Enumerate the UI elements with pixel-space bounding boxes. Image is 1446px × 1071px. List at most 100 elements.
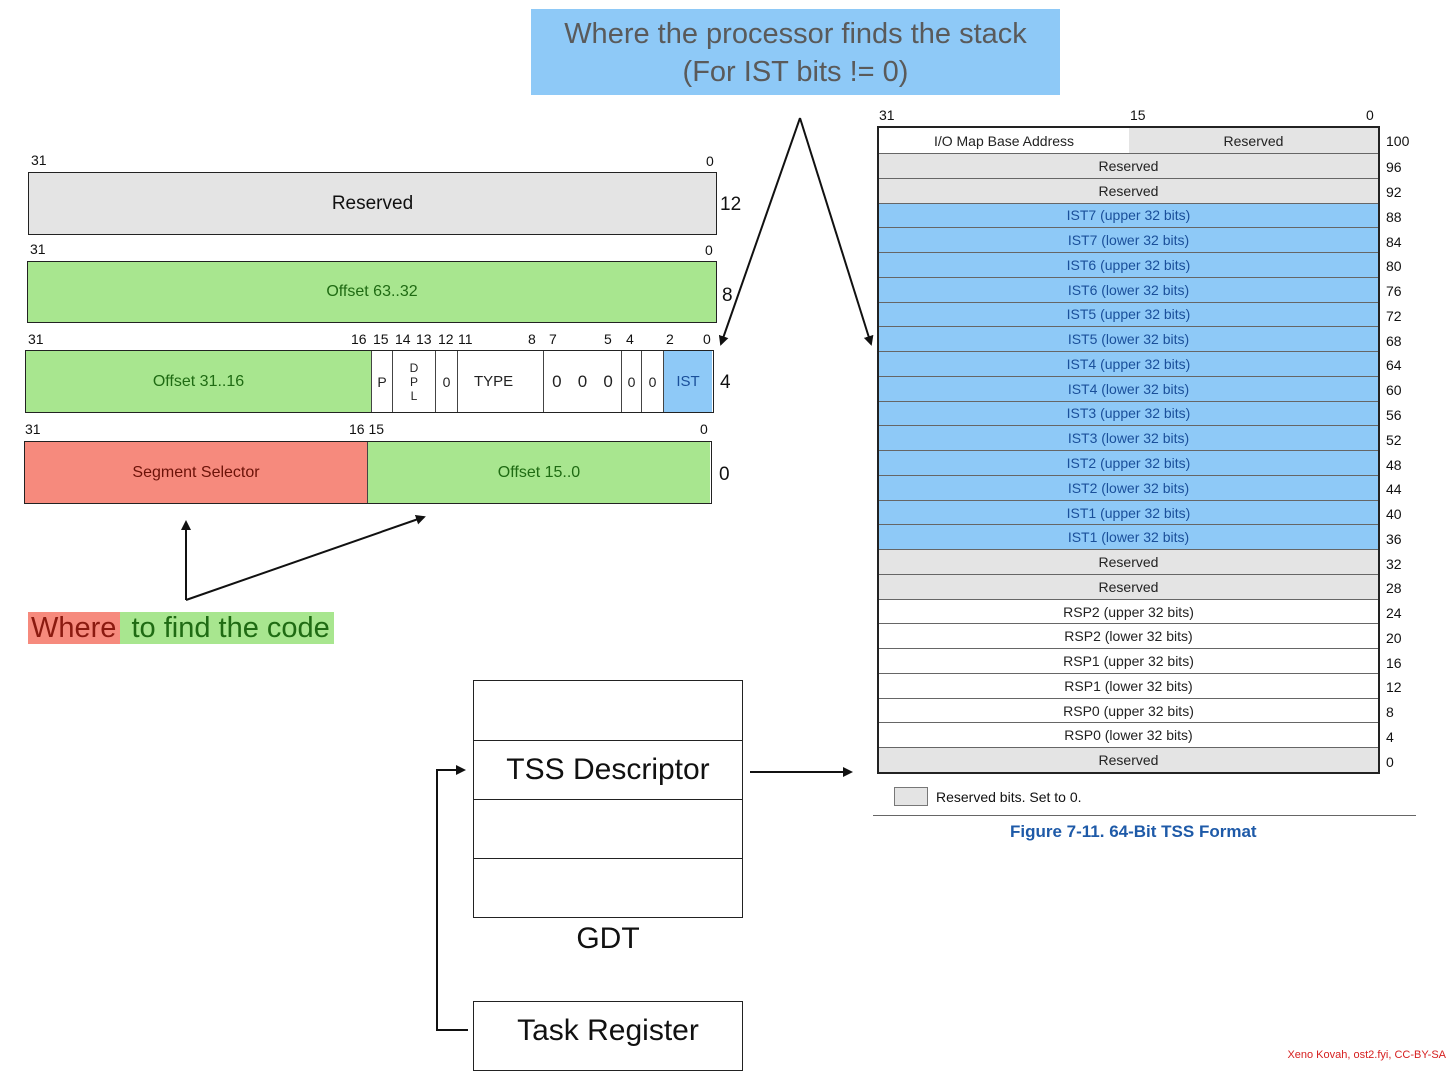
tss-row: IST7 (lower 32 bits) (879, 227, 1378, 253)
code-pointer-arrows (181, 514, 426, 601)
tss-row-offset: 20 (1386, 629, 1402, 646)
tss-row-offset: 88 (1386, 208, 1402, 225)
row4-bit-7: 7 (549, 331, 557, 347)
tss-top-reserved: Reserved (1129, 128, 1378, 153)
tss-row-offset: 40 (1386, 506, 1402, 523)
tss-row: IST3 (lower 32 bits) (879, 425, 1378, 451)
tss-descriptor-entry: TSS Descriptor (474, 740, 742, 800)
tss-row-100: I/O Map Base Address Reserved (879, 128, 1378, 153)
row4-bit-5: 5 (604, 331, 612, 347)
row8-bit-31: 31 (30, 241, 46, 257)
row12-bit-0: 0 (706, 153, 714, 169)
row4-bit-12: 12 (438, 331, 454, 347)
row0-offset: 0 (719, 464, 730, 485)
tss-row-offset: 96 (1386, 159, 1402, 176)
row4-offset-31-16: Offset 31..16 (26, 351, 371, 412)
row8-bit-0: 0 (705, 242, 713, 258)
row0-bit-0: 0 (700, 421, 708, 437)
tss-row-offset: 16 (1386, 654, 1402, 671)
where-to-find-code-label: Where to find the code (28, 610, 334, 646)
tss-row: IST6 (upper 32 bits) (879, 252, 1378, 277)
task-register-arrow (436, 765, 468, 1031)
stack-pointer-arrows (718, 117, 874, 346)
row0-descriptor: Segment Selector Offset 15..0 (24, 441, 712, 504)
banner-line-1: Where the processor finds the stack (564, 18, 1027, 50)
tss-row-offset: 76 (1386, 283, 1402, 300)
gdt-label: GDT (576, 922, 640, 955)
row12-reserved-field: Reserved (28, 172, 717, 235)
row0-offset-15-0: Offset 15..0 (367, 442, 710, 503)
tss-row: RSP0 (upper 32 bits) (879, 697, 1378, 723)
reserved-legend-text: Reserved bits. Set to 0. (936, 789, 1082, 805)
dpl-field: D P L (392, 351, 435, 412)
tss-row-offset: 64 (1386, 357, 1402, 374)
gdt-table: TSS Descriptor (473, 680, 743, 918)
tss-row: RSP2 (upper 32 bits) (879, 598, 1378, 624)
tss-bit-15: 15 (1130, 107, 1146, 123)
tss-row-offset: 24 (1386, 605, 1402, 622)
row4-descriptor: Offset 31..16 P D P L 0 TYPE 0 0 0 0 0 I… (25, 350, 714, 413)
ist-field: IST (663, 351, 712, 412)
tss-row-offset: 68 (1386, 332, 1402, 349)
tss-row-offset: 4 (1386, 728, 1394, 745)
tss-row: Reserved (879, 549, 1378, 574)
where-red-text: Where (28, 612, 121, 644)
tss-row: RSP1 (lower 32 bits) (879, 672, 1378, 698)
tss-row-offset: 92 (1386, 184, 1402, 201)
tss-row: Reserved (879, 177, 1378, 203)
zero-bit-7: 0 (552, 371, 562, 391)
tss-row-offset: 84 (1386, 233, 1402, 250)
segment-selector-field: Segment Selector (25, 442, 367, 503)
row8-offset-63-32: Offset 63..32 (27, 261, 717, 323)
tss-offset-100: 100 (1386, 133, 1410, 149)
row4-bit-15: 15 (373, 331, 389, 347)
tss-row: IST5 (upper 32 bits) (879, 301, 1378, 327)
tss-row: IST4 (upper 32 bits) (879, 351, 1378, 376)
stack-banner: Where the processor finds the stack (For… (531, 9, 1060, 95)
tss-row-offset: 80 (1386, 258, 1402, 275)
row12-bit-31: 31 (31, 152, 47, 168)
find-code-green-text: to find the code (120, 612, 334, 644)
tss-row: IST2 (lower 32 bits) (879, 474, 1378, 500)
row4-bit-13: 13 (416, 331, 432, 347)
reserved-legend-swatch (894, 787, 928, 806)
tss-row-offset: 72 (1386, 307, 1402, 324)
tss-row-offset: 60 (1386, 382, 1402, 399)
row4-offset: 4 (720, 372, 731, 393)
tss-row: IST2 (upper 32 bits) (879, 450, 1378, 475)
figure-caption: Figure 7-11. 64-Bit TSS Format (1010, 822, 1257, 841)
row12-offset: 12 (720, 194, 742, 215)
row0-bit-16-15: 16 15 (349, 421, 385, 437)
tss-row: IST6 (lower 32 bits) (879, 276, 1378, 302)
row4-bit-0: 0 (703, 331, 711, 347)
tss-row: IST7 (upper 32 bits) (879, 202, 1378, 228)
tss-row-offset: 52 (1386, 431, 1402, 448)
row4-bit-2: 2 (666, 331, 674, 347)
credit-text: Xeno Kovah, ost2.fyi, CC-BY-SA (1287, 1049, 1446, 1061)
row4-bit-31: 31 (28, 331, 44, 347)
tss-row: IST1 (lower 32 bits) (879, 524, 1378, 550)
tss-row-offset: 28 (1386, 580, 1402, 597)
dpl-p: P (409, 374, 418, 389)
row4-bit-16: 16 (351, 331, 367, 347)
task-register-label: Task Register (517, 1014, 699, 1047)
row4-bit-11: 11 (458, 331, 473, 347)
zero-bit-4: 0 (621, 351, 641, 412)
tss-row: Reserved (879, 153, 1378, 178)
tss-row: Reserved (879, 747, 1378, 772)
dpl-d: D (409, 360, 419, 375)
tss-row: RSP0 (lower 32 bits) (879, 722, 1378, 748)
banner-line-2: (For IST bits != 0) (682, 56, 909, 88)
tss-bit-31: 31 (879, 107, 895, 123)
row0-bit-31: 31 (25, 421, 41, 437)
row4-bit-8: 8 (528, 331, 536, 347)
zero-bit-5: 0 (603, 371, 613, 391)
tss-row: RSP1 (upper 32 bits) (879, 648, 1378, 673)
tss-row-offset: 48 (1386, 456, 1402, 473)
tss-row-offset: 0 (1386, 753, 1394, 770)
tss-row: IST1 (upper 32 bits) (879, 499, 1378, 525)
gdt-empty-entry (474, 858, 742, 918)
tss-row-offset: 36 (1386, 530, 1402, 547)
tss-row: RSP2 (lower 32 bits) (879, 623, 1378, 649)
